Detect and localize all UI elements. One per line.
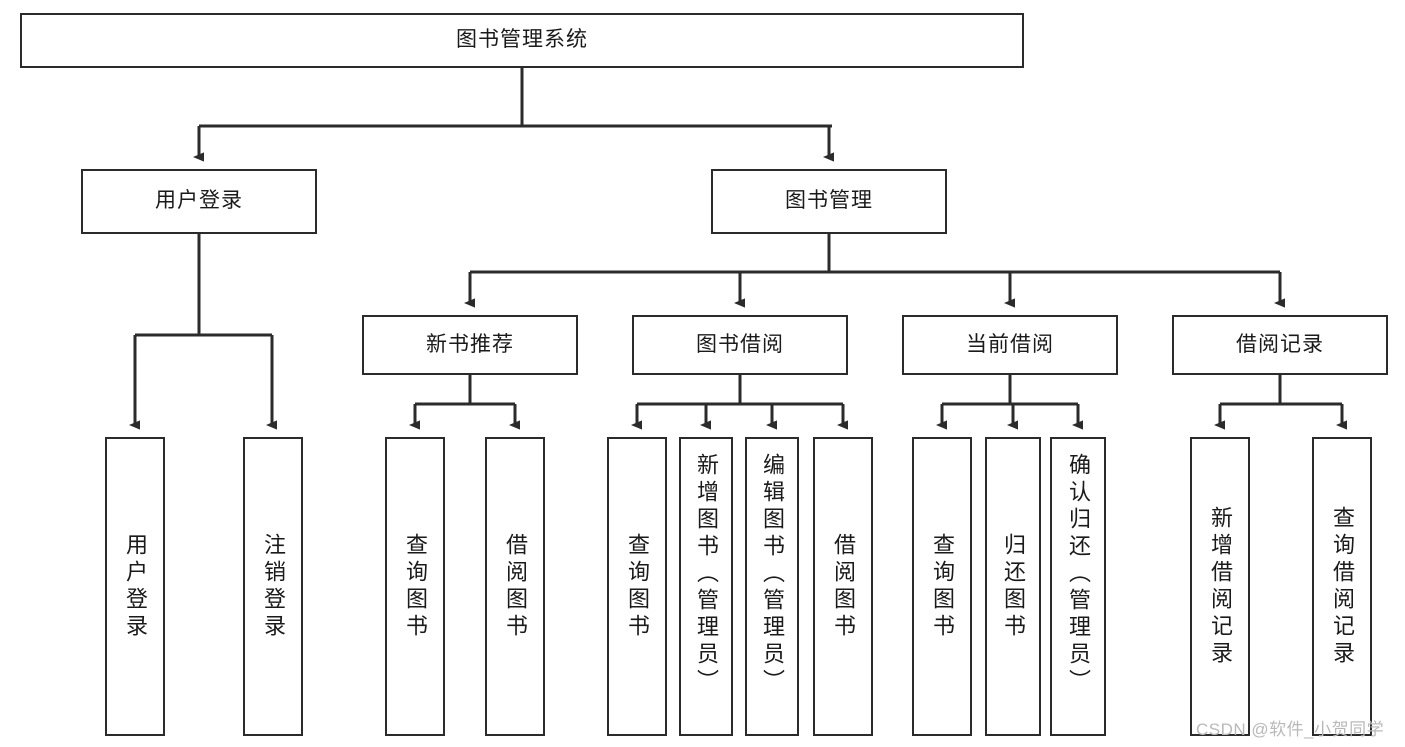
node-leaf-add-borrow-record-label: 新增借阅记录 [1208, 505, 1233, 668]
node-leaf-return-book-label: 归还图书 [1001, 532, 1026, 641]
node-root[interactable]: 图书管理系统 [20, 13, 1024, 68]
node-leaf-borrow-book-recommend-label: 借阅图书 [503, 532, 528, 641]
csdn-watermark: CSDN @软件_小贺同学 [1196, 720, 1385, 739]
node-leaf-borrow-book-label: 借阅图书 [831, 532, 856, 641]
node-book-manage-label: 图书管理 [785, 189, 873, 213]
node-new-book-recommend[interactable]: 新书推荐 [362, 315, 578, 375]
node-leaf-borrow-book-recommend[interactable]: 借阅图书 [485, 437, 545, 736]
node-leaf-user-logout-label: 注销登录 [261, 532, 286, 641]
node-leaf-confirm-return-label: 确认归还（管理员） [1066, 453, 1091, 696]
node-leaf-query-borrow-record[interactable]: 查询借阅记录 [1312, 437, 1372, 736]
node-leaf-return-book[interactable]: 归还图书 [985, 437, 1041, 736]
node-leaf-add-book-label: 新增图书（管理员） [694, 453, 719, 696]
node-leaf-user-logout[interactable]: 注销登录 [243, 437, 303, 736]
node-leaf-query-borrow-record-label: 查询借阅记录 [1330, 505, 1355, 668]
node-leaf-user-login-label: 用户登录 [123, 532, 148, 641]
node-leaf-add-book[interactable]: 新增图书（管理员） [679, 437, 733, 736]
node-current-borrow[interactable]: 当前借阅 [902, 315, 1118, 375]
node-leaf-confirm-return[interactable]: 确认归还（管理员） [1050, 437, 1106, 736]
node-leaf-query-book-borrow[interactable]: 查询图书 [607, 437, 667, 736]
node-current-borrow-label: 当前借阅 [966, 332, 1054, 356]
node-leaf-user-login[interactable]: 用户登录 [105, 437, 165, 736]
node-root-label: 图书管理系统 [456, 28, 588, 52]
node-new-book-recommend-label: 新书推荐 [426, 332, 514, 356]
node-book-borrow[interactable]: 图书借阅 [632, 315, 848, 375]
node-leaf-query-book-recommend-label: 查询图书 [403, 532, 428, 641]
node-leaf-edit-book-label: 编辑图书（管理员） [760, 453, 785, 696]
node-borrow-record[interactable]: 借阅记录 [1172, 315, 1388, 375]
node-book-manage[interactable]: 图书管理 [711, 169, 947, 234]
node-book-borrow-label: 图书借阅 [696, 332, 784, 356]
node-leaf-borrow-book[interactable]: 借阅图书 [813, 437, 873, 736]
node-leaf-query-book-borrow-label: 查询图书 [625, 532, 650, 641]
node-user-login[interactable]: 用户登录 [81, 169, 317, 234]
node-leaf-add-borrow-record[interactable]: 新增借阅记录 [1190, 437, 1250, 736]
node-user-login-label: 用户登录 [155, 189, 243, 213]
node-leaf-query-book-current-label: 查询图书 [930, 532, 955, 641]
node-leaf-query-book-current[interactable]: 查询图书 [912, 437, 972, 736]
node-borrow-record-label: 借阅记录 [1236, 332, 1324, 356]
node-leaf-query-book-recommend[interactable]: 查询图书 [385, 437, 445, 736]
node-leaf-edit-book[interactable]: 编辑图书（管理员） [745, 437, 799, 736]
